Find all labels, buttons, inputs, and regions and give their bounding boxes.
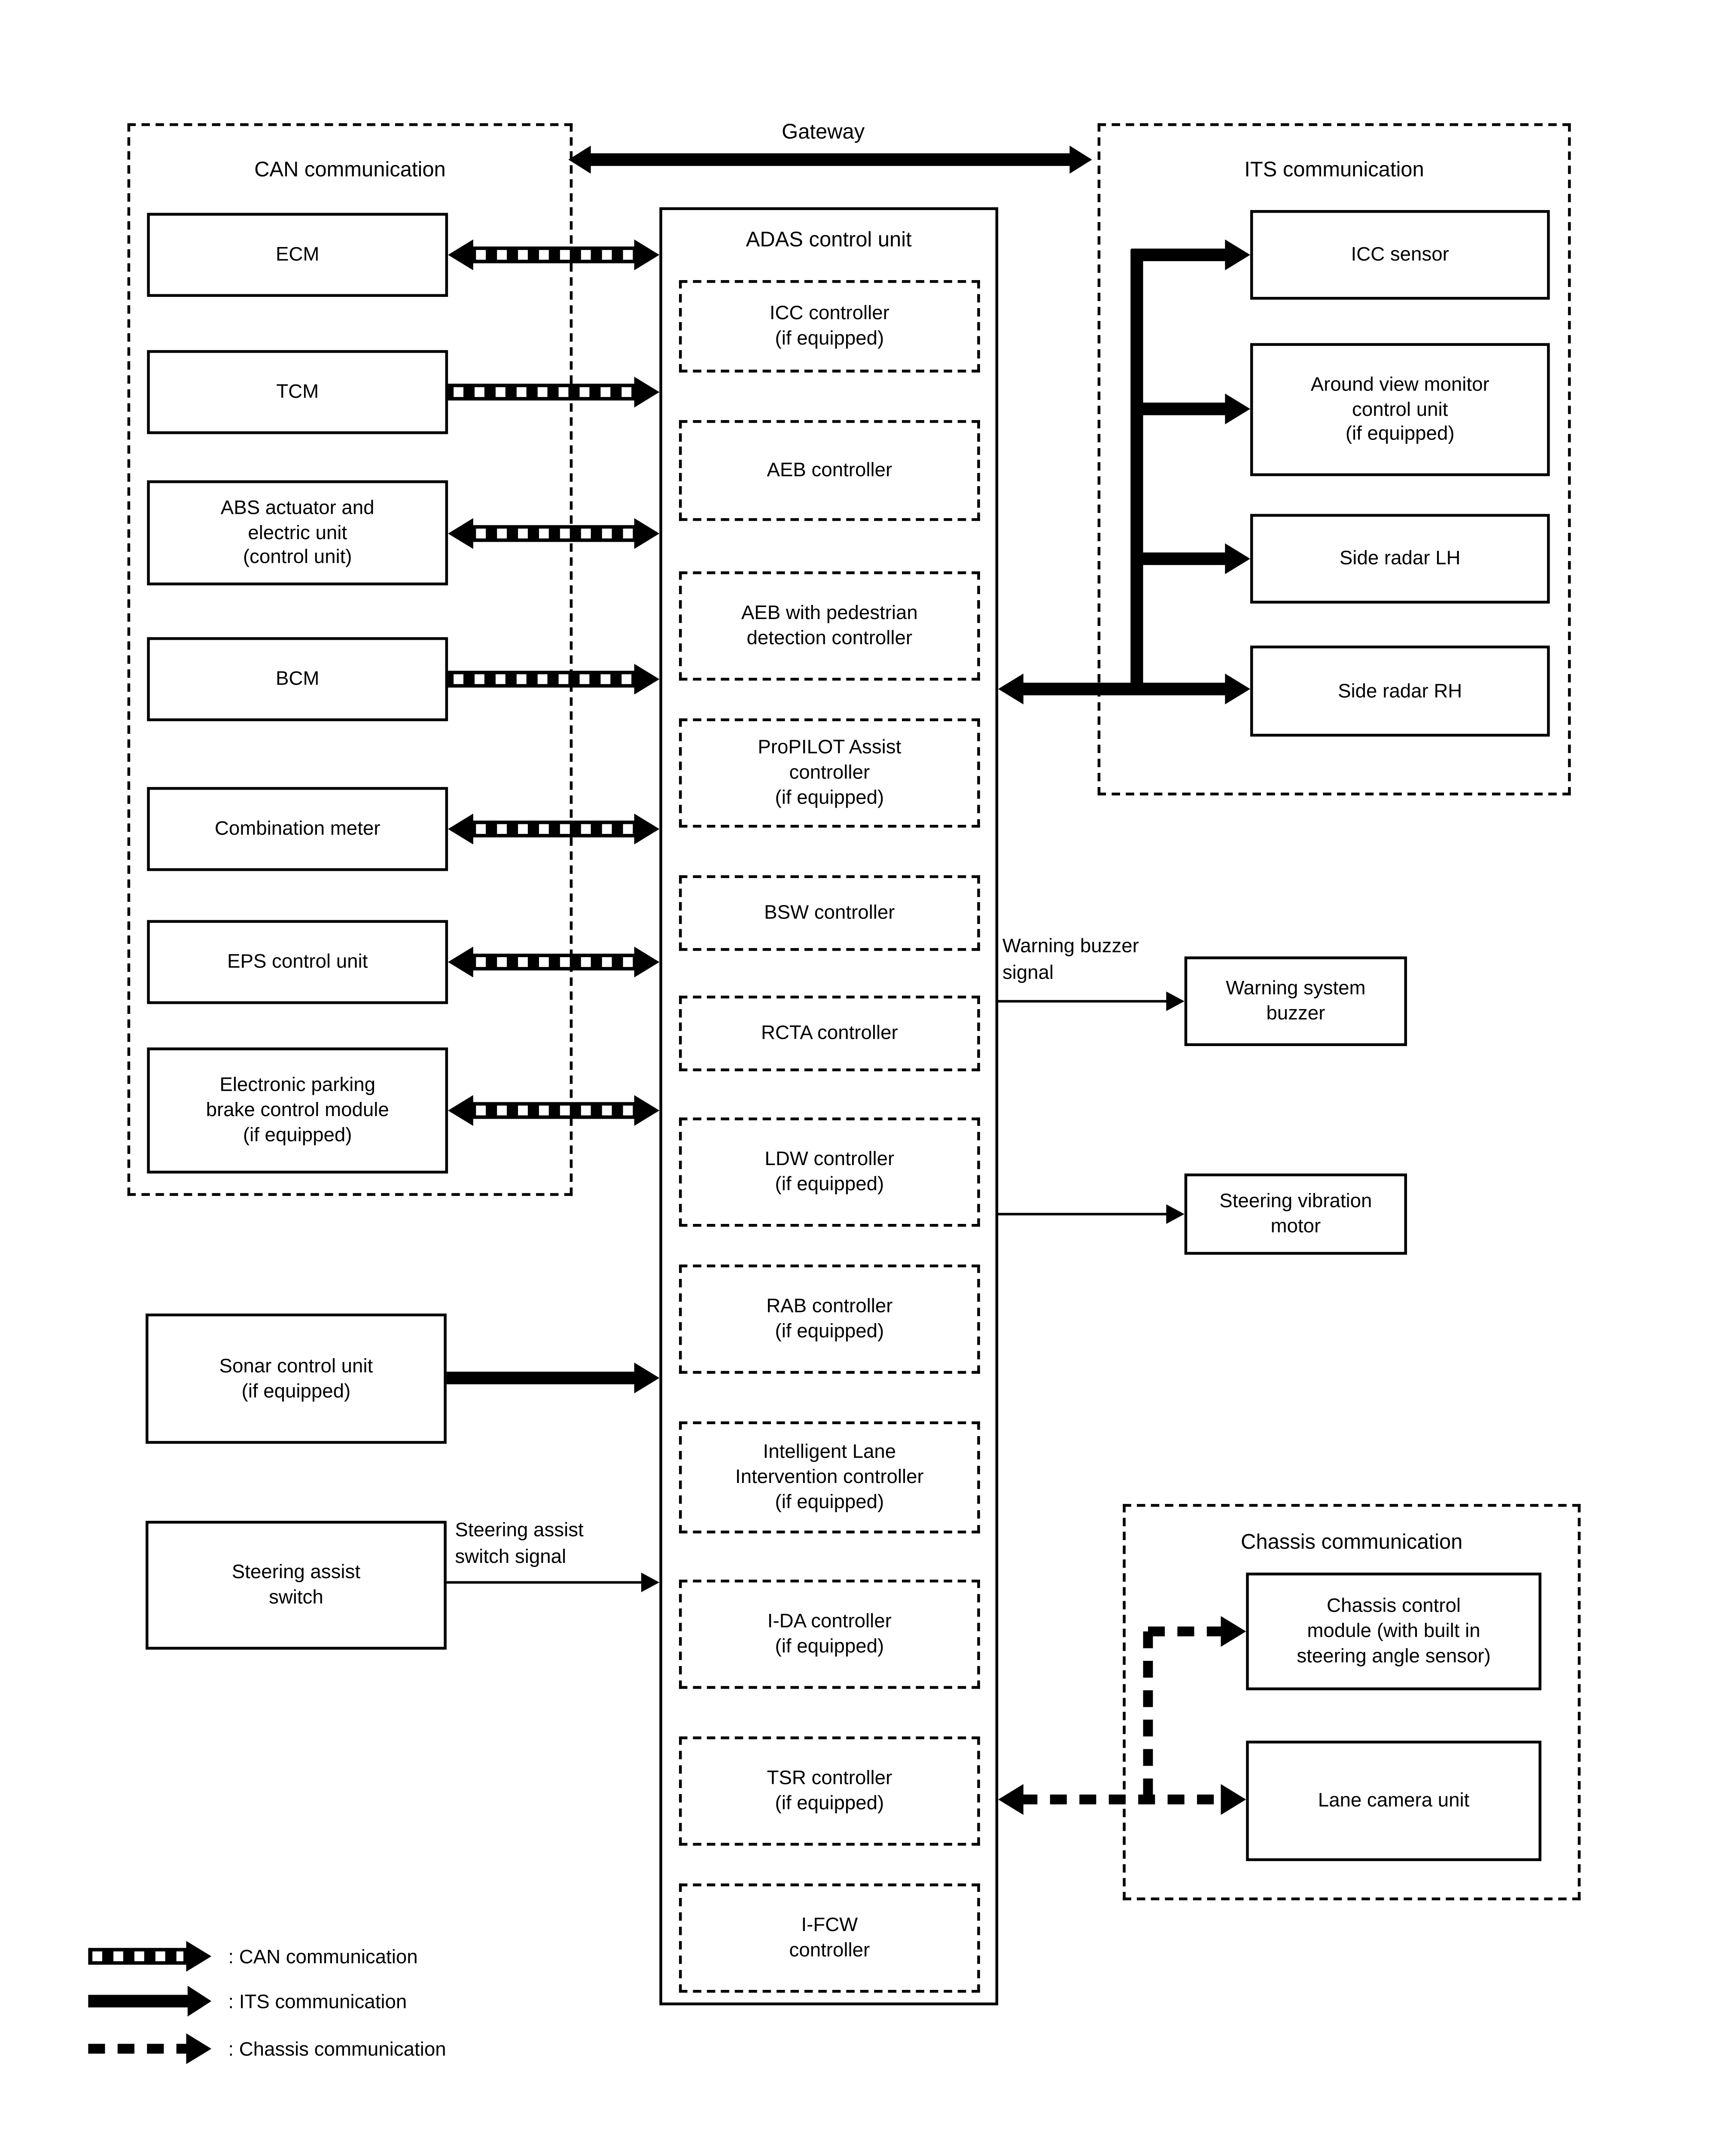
node-side-radar-lh-label: Side radar LH: [1339, 546, 1461, 569]
node-side-radar-rh-label: Side radar RH: [1338, 678, 1462, 701]
controller-aeb-ped-label: AEB with pedestrian detection controller: [741, 601, 918, 649]
node-chassis-control-module: Chassis control module (with built in st…: [1246, 1572, 1541, 1690]
controller-bsw: BSW controller: [679, 875, 980, 951]
node-eps-control-unit: EPS control unit: [147, 920, 448, 1004]
controller-tsr: TSR controller (if equipped): [679, 1736, 980, 1846]
node-combination-meter-label: Combination meter: [214, 816, 381, 839]
node-chassis-control-module-label: Chassis control module (with built in st…: [1297, 1593, 1491, 1666]
controller-intelligent-lane: Intelligent Lane Intervention controller…: [679, 1421, 980, 1534]
controller-propilot-label: ProPILOT Assist controller (if equipped): [758, 735, 902, 808]
node-steering-assist-switch-label: Steering assist switch: [231, 1560, 361, 1608]
sonar-arrow: [446, 1362, 660, 1394]
chassis-group-title: Chassis communication: [1241, 1530, 1463, 1555]
can-communication-group: CAN communication: [127, 123, 573, 1196]
node-sonar-control-unit: Sonar control unit (if equipped): [146, 1313, 447, 1444]
controller-rcta-label: RCTA controller: [761, 1021, 898, 1043]
node-abs-actuator: ABS actuator and electric unit (control …: [147, 480, 448, 586]
node-electronic-parking-brake: Electronic parking brake control module …: [147, 1047, 448, 1174]
controller-rcta: RCTA controller: [679, 995, 980, 1071]
gateway-arrow: [568, 146, 1092, 174]
node-lane-camera-label: Lane camera unit: [1318, 1788, 1470, 1811]
controller-ida: I-DA controller (if equipped): [679, 1579, 980, 1689]
node-combination-meter: Combination meter: [147, 787, 448, 871]
steering-assist-signal-label: Steering assist switch signal: [455, 1518, 584, 1567]
steering-vibration-arrow: [996, 1204, 1185, 1224]
legend-chassis-arrow-icon: [88, 2033, 212, 2064]
legend-its-arrow-icon: [88, 1986, 212, 2017]
node-epb-label: Electronic parking brake control module …: [206, 1073, 389, 1146]
controller-bsw-label: BSW controller: [764, 900, 895, 923]
warning-buzzer-signal-label: Warning buzzer signal: [1002, 934, 1139, 983]
controller-ldw-label: LDW controller (if equipped): [764, 1147, 895, 1195]
warning-buzzer-arrow: [996, 991, 1185, 1011]
controller-aeb-pedestrian: AEB with pedestrian detection controller: [679, 571, 980, 681]
can-group-title: CAN communication: [254, 158, 446, 182]
controller-aeb-label: AEB controller: [767, 458, 892, 481]
node-abs-label: ABS actuator and electric unit (control …: [220, 495, 375, 568]
node-bcm: BCM: [147, 637, 448, 721]
node-warning-buzzer-label: Warning system buzzer: [1226, 976, 1366, 1024]
its-group-title: ITS communication: [1244, 158, 1424, 182]
its-communication-group: ITS communication: [1097, 123, 1571, 796]
controller-aeb: AEB controller: [679, 420, 980, 521]
node-tcm-label: TCM: [276, 379, 319, 402]
controller-tsr-label: TSR controller (if equipped): [767, 1766, 892, 1814]
legend-its-label: : ITS communication: [228, 1990, 407, 2013]
node-steering-vibration-motor: Steering vibration motor: [1184, 1173, 1407, 1255]
controller-ldw: LDW controller (if equipped): [679, 1117, 980, 1227]
controller-ifcw: I-FCW controller: [679, 1883, 980, 1993]
gateway-label: Gateway: [782, 120, 865, 144]
node-side-radar-lh: Side radar LH: [1250, 514, 1550, 604]
controller-icc: ICC controller (if equipped): [679, 280, 980, 373]
node-steering-assist-switch: Steering assist switch: [146, 1521, 447, 1650]
controller-icc-label: ICC controller (if equipped): [769, 301, 889, 349]
legend-can-label: : CAN communication: [228, 1945, 418, 1968]
controller-rab: RAB controller (if equipped): [679, 1264, 980, 1374]
steering-assist-switch-arrow: [446, 1572, 660, 1593]
node-icc-sensor-label: ICC sensor: [1351, 242, 1449, 265]
node-sonar-label: Sonar control unit (if equipped): [219, 1353, 373, 1401]
node-ecm: ECM: [147, 213, 448, 297]
node-side-radar-rh: Side radar RH: [1250, 645, 1550, 737]
node-bcm-label: BCM: [275, 666, 320, 689]
legend-chassis-label: : Chassis communication: [228, 2037, 446, 2060]
node-eps-label: EPS control unit: [227, 949, 368, 972]
controller-propilot: ProPILOT Assist controller (if equipped): [679, 718, 980, 828]
legend-can-arrow-icon: [88, 1941, 212, 1972]
controller-ida-label: I-DA controller (if equipped): [767, 1609, 892, 1657]
node-ecm-label: ECM: [275, 242, 320, 265]
node-icc-sensor: ICC sensor: [1250, 210, 1550, 300]
node-avm-label: Around view monitor control unit (if equ…: [1310, 372, 1489, 445]
controller-ifcw-label: I-FCW controller: [789, 1913, 870, 1961]
adas-title: ADAS control unit: [746, 228, 912, 252]
node-steering-vibration-label: Steering vibration motor: [1219, 1189, 1372, 1237]
controller-ili-label: Intelligent Lane Intervention controller…: [735, 1440, 924, 1513]
node-tcm: TCM: [147, 350, 448, 434]
controller-rab-label: RAB controller (if equipped): [766, 1294, 893, 1342]
node-lane-camera-unit: Lane camera unit: [1246, 1740, 1541, 1861]
chassis-communication-group: Chassis communication: [1123, 1504, 1581, 1901]
node-around-view-monitor: Around view monitor control unit (if equ…: [1250, 343, 1550, 476]
node-warning-system-buzzer: Warning system buzzer: [1184, 956, 1407, 1046]
